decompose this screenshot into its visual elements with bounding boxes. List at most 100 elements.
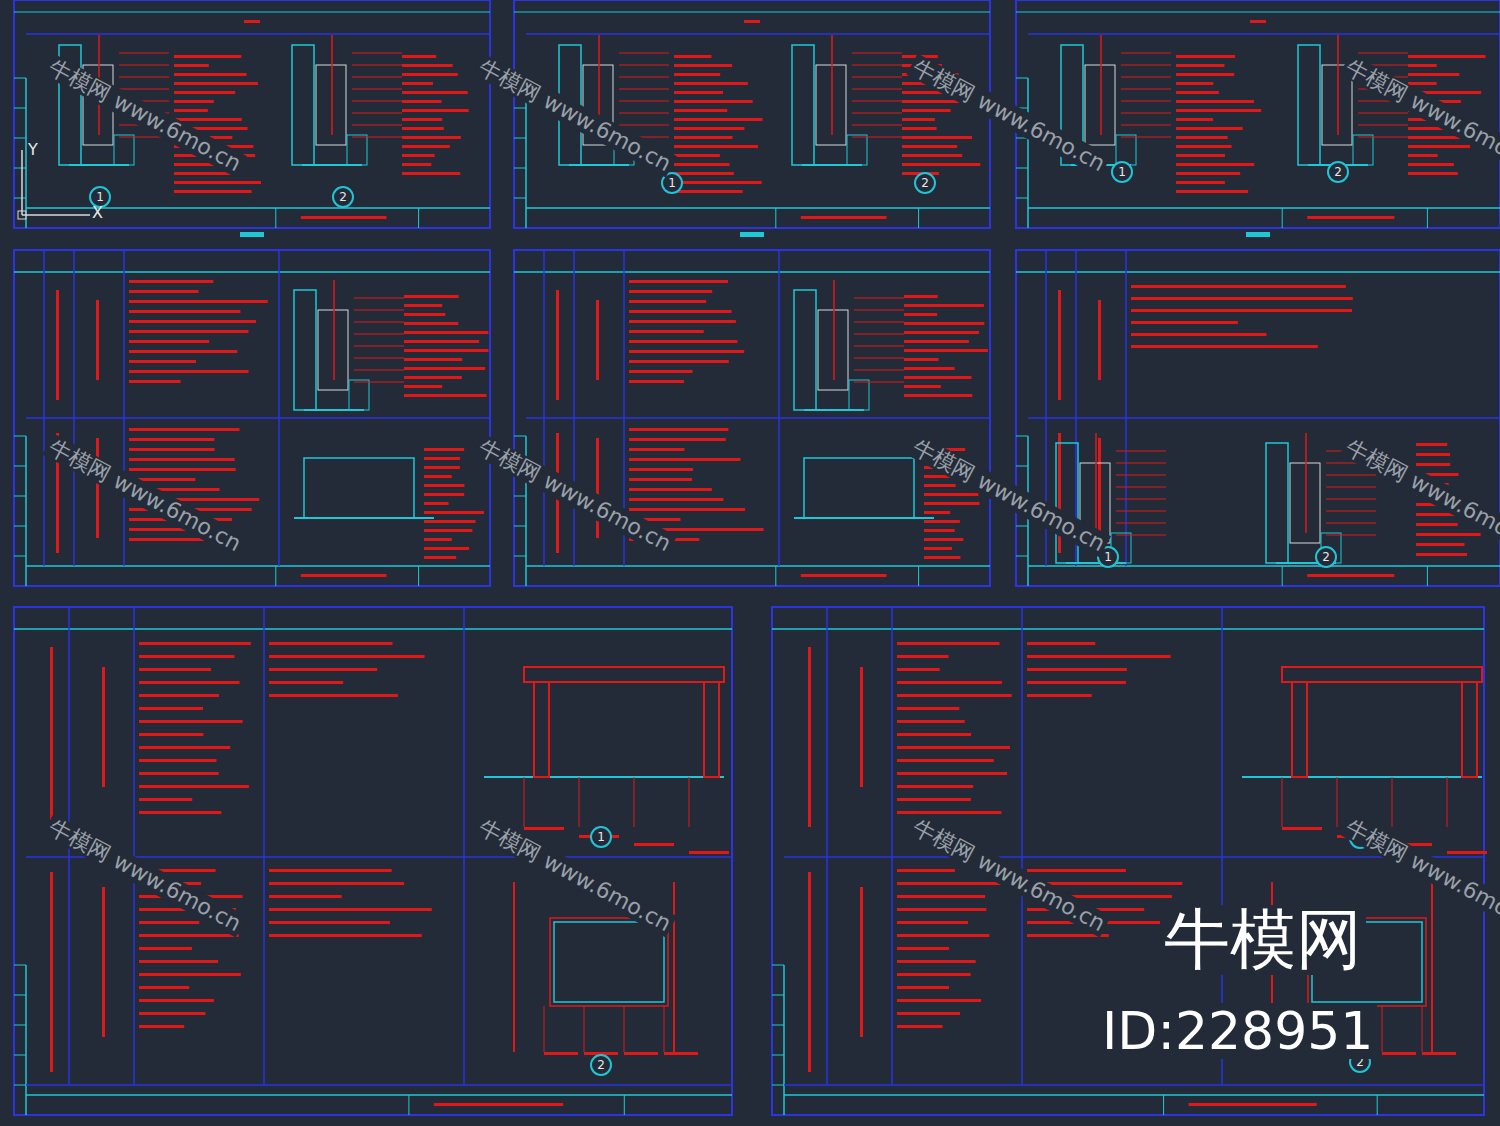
- callout-number: 1: [668, 177, 676, 189]
- note-text-line: [1176, 109, 1261, 112]
- note-text-line: [674, 118, 762, 121]
- note-text-line: [404, 322, 458, 325]
- leader-line: [1326, 523, 1376, 524]
- note-text-line: [924, 511, 950, 514]
- leader-line: [579, 777, 580, 827]
- frame-profile: [1056, 443, 1078, 563]
- margin-line: [25, 436, 27, 586]
- ceiling-line: [294, 517, 434, 519]
- table-column: [133, 607, 135, 1085]
- note-text-line: [129, 310, 240, 313]
- margin-tick: [514, 496, 526, 497]
- vertical-note-line: [102, 887, 105, 1037]
- table-column: [1021, 607, 1023, 1085]
- beam-section: [524, 667, 724, 682]
- note-text-line: [904, 394, 972, 397]
- note-text-line: [674, 82, 748, 85]
- note-text-line: [424, 556, 456, 559]
- note-text-line: [424, 475, 452, 478]
- table-column: [573, 250, 575, 566]
- leader-line: [1282, 777, 1283, 827]
- leader-line: [634, 777, 635, 827]
- note-text-line: [1131, 345, 1318, 348]
- duct-section: [554, 922, 664, 1002]
- callout-number: 2: [1334, 166, 1342, 178]
- note-text-line: [174, 82, 258, 85]
- beam-section: [1282, 667, 1482, 682]
- note-text-line: [402, 91, 468, 94]
- ceiling-section: [804, 458, 914, 518]
- callout-text: [1422, 1052, 1456, 1055]
- note-text-line: [174, 100, 214, 103]
- stud-section: [704, 682, 719, 777]
- margin-tick: [14, 995, 26, 996]
- vertical-note-line: [1098, 300, 1101, 380]
- leader-line: [352, 125, 402, 126]
- note-text-line: [629, 508, 745, 511]
- watermark-logo: 牛模网: [1160, 905, 1366, 975]
- margin-line: [25, 965, 27, 1115]
- note-text-line: [629, 458, 740, 461]
- note-text-line: [404, 394, 487, 397]
- note-text-line: [139, 921, 199, 924]
- note-text-line: [904, 349, 988, 352]
- leader-line: [352, 53, 402, 54]
- leader-line: [1121, 65, 1171, 66]
- note-text-line: [139, 681, 240, 684]
- note-text-line: [629, 438, 726, 441]
- vertical-note-line: [596, 300, 599, 380]
- watermark: 牛模网 www.6mo.cn: [472, 53, 677, 177]
- leader-line: [1121, 89, 1171, 90]
- note-text-line: [402, 136, 461, 139]
- duct-cladding: [550, 918, 668, 1006]
- note-text-line: [897, 720, 965, 723]
- note-text-line: [904, 367, 955, 370]
- vertical-note-line: [96, 438, 99, 538]
- margin-tick: [14, 436, 26, 437]
- header-text: [244, 20, 260, 23]
- leader-line: [352, 65, 402, 66]
- note-text-line: [1416, 533, 1481, 536]
- leader-line: [852, 101, 902, 102]
- note-text-line: [924, 520, 960, 523]
- note-text-line: [629, 370, 693, 373]
- note-text-line: [1416, 453, 1450, 456]
- note-text-line: [674, 181, 762, 184]
- vertical-note-line: [1058, 290, 1061, 400]
- note-text-line: [674, 64, 732, 67]
- note-text-line: [139, 668, 211, 671]
- note-text-line: [902, 118, 935, 121]
- note-text-line: [139, 960, 218, 963]
- callout-text: [634, 843, 674, 846]
- note-text-line: [1408, 55, 1486, 58]
- leader-line: [1337, 777, 1338, 827]
- note-text-line: [139, 707, 203, 710]
- note-text-line: [897, 999, 981, 1002]
- wall-section: [318, 310, 348, 390]
- note-text-line: [924, 529, 955, 532]
- note-text-line: [1408, 73, 1459, 76]
- leader-line: [352, 77, 402, 78]
- note-text-line: [174, 190, 252, 193]
- title-block-text: [801, 216, 887, 219]
- leader-line: [1121, 125, 1171, 126]
- leader-line: [1116, 463, 1166, 464]
- note-text-line: [129, 458, 235, 461]
- frame-profile: [1298, 45, 1320, 165]
- note-text-line: [129, 280, 213, 283]
- bracket-section: [847, 135, 867, 165]
- note-text-line: [629, 428, 728, 431]
- leader-line: [1422, 1006, 1423, 1052]
- vertical-note-line: [556, 290, 559, 400]
- title-block-divider: [918, 566, 919, 586]
- axis-label: Y: [28, 142, 38, 158]
- note-text-line: [424, 493, 464, 496]
- note-text-line: [402, 145, 450, 148]
- note-text-line: [139, 655, 234, 658]
- leader-line: [1326, 535, 1376, 536]
- watermark: 牛模网 www.6mo.cn: [42, 433, 247, 557]
- note-text-line: [1131, 285, 1346, 288]
- margin-tick: [1016, 556, 1028, 557]
- note-text-line: [629, 360, 729, 363]
- note-text-line: [629, 320, 736, 323]
